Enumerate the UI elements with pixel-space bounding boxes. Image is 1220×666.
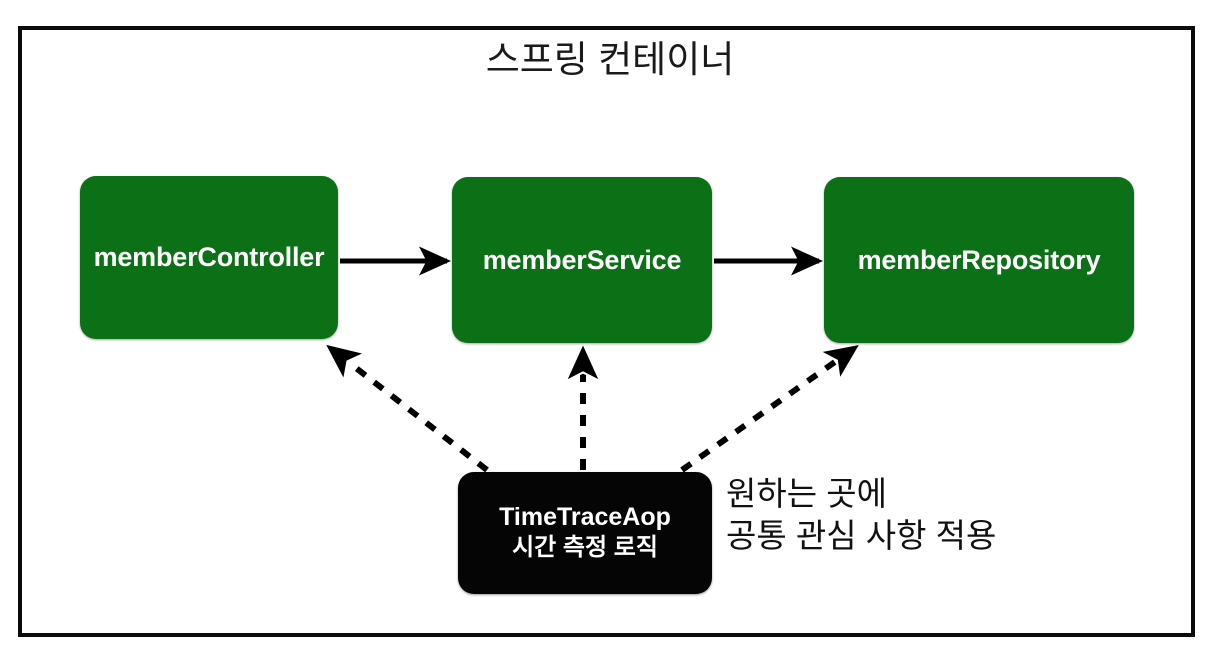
annotation-note: 원하는 곳에 공통 관심 사항 적용 [726,473,1146,557]
bean-label-memberservice: memberService [482,244,682,275]
aspect-box-timetraceaop[interactable]: TimeTraceAop 시간 측정 로직 [458,472,712,594]
annotation-note-line1: 원하는 곳에 [726,475,887,512]
bean-box-membercontroller[interactable]: memberController [80,176,338,339]
spring-container-title: 스프링 컨테이너 [485,39,735,80]
bean-box-memberrepository[interactable]: memberRepository [824,177,1134,343]
bean-label-membercontroller: memberController [93,242,325,272]
annotation-note-line2: 공통 관심 사항 적용 [726,517,997,555]
bean-box-memberservice[interactable]: memberService [452,177,712,343]
aspect-title: TimeTraceAop [499,503,671,532]
bean-label-memberrepository: memberRepository [857,244,1101,275]
aspect-subtitle: 시간 측정 로직 [512,533,658,561]
